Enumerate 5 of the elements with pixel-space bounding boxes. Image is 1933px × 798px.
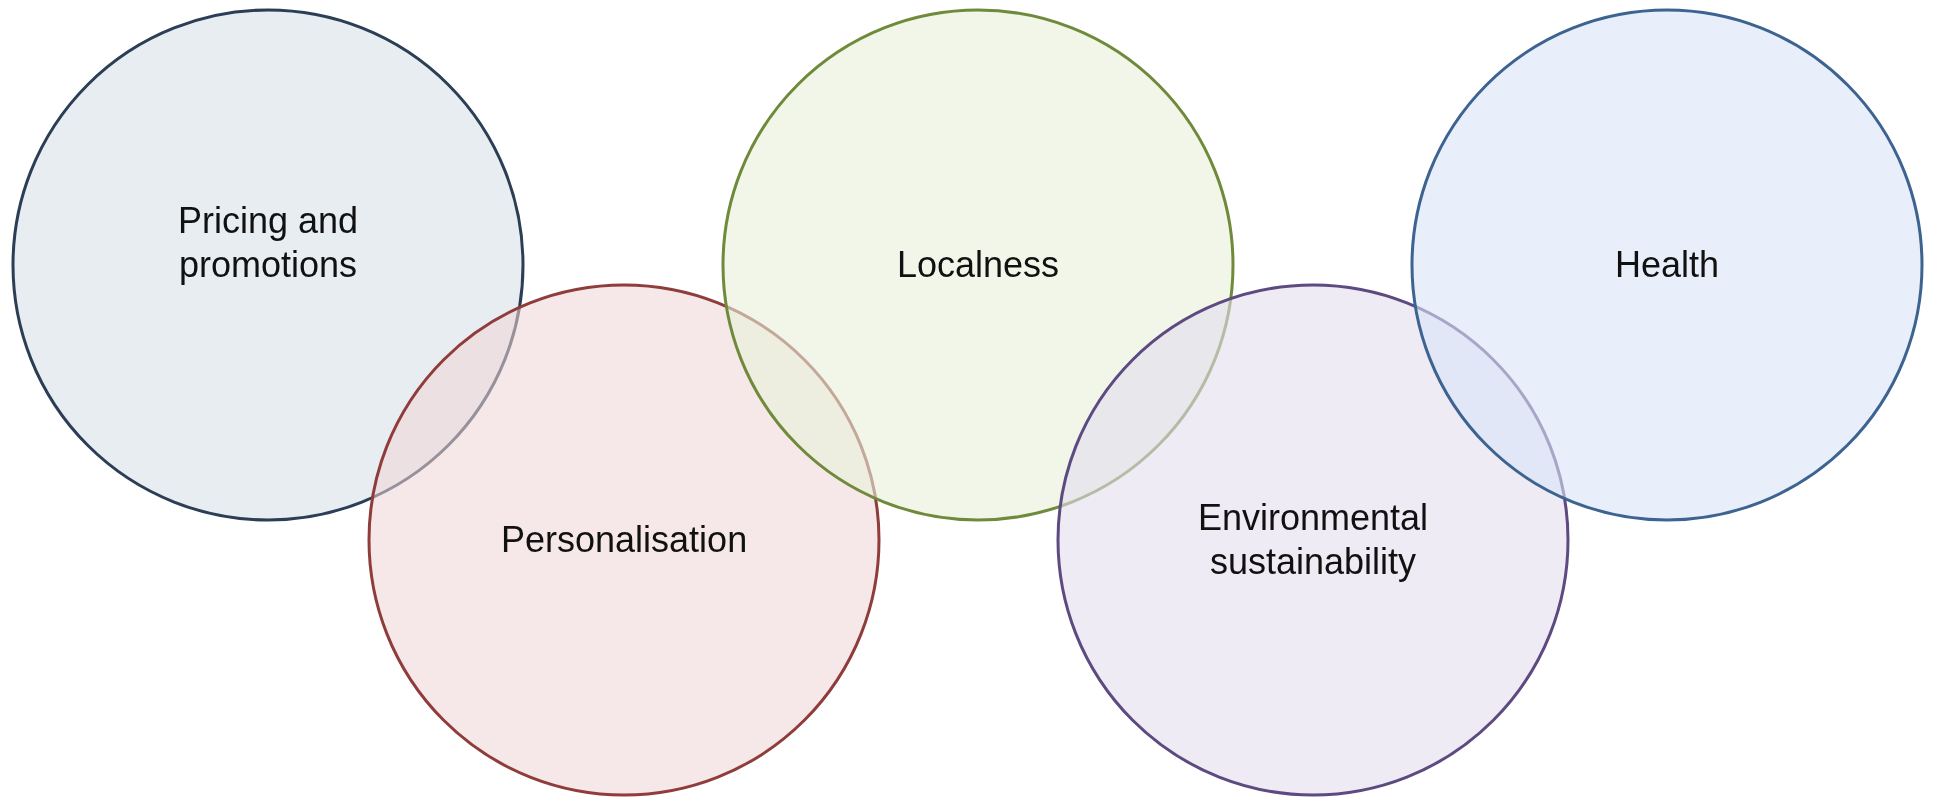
topic-label: Health <box>1615 243 1720 287</box>
topic-label: Pricing and promotions <box>176 199 360 287</box>
topic-label: Personalisation <box>501 518 748 562</box>
topic-label: Localness <box>897 243 1060 287</box>
topic-label: Environmental sustainability <box>1196 496 1430 584</box>
